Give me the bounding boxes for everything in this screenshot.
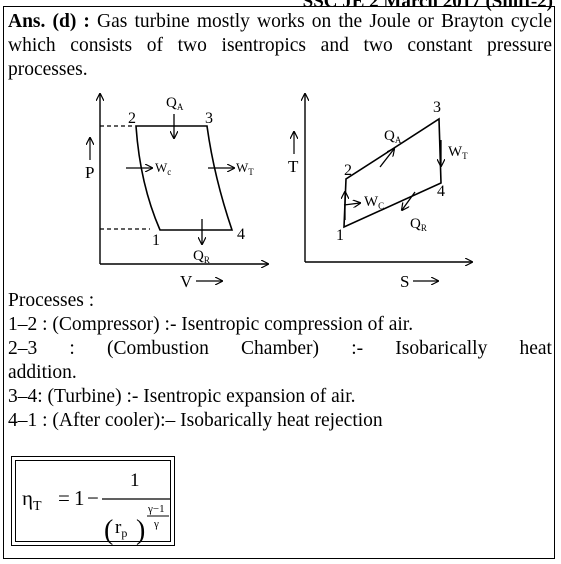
ts-heat-in-label: QA xyxy=(384,128,402,145)
formula-paren-right: ) xyxy=(136,515,145,546)
formula-rp: r xyxy=(115,517,122,538)
formula-rp-sub: p xyxy=(121,526,127,540)
efficiency-formula: ηT = 1 − 1 ( rp ) γ−1 γ xyxy=(22,470,170,546)
formula-paren-left: ( xyxy=(104,515,113,546)
formula-exp-denominator: γ xyxy=(153,518,159,530)
ts-work-t-label: WT xyxy=(448,144,468,161)
answer-text: Gas turbine mostly works on the Joule or… xyxy=(8,11,553,80)
efficiency-formula-box: ηT = 1 − 1 ( rp ) γ−1 γ xyxy=(11,456,175,546)
process-4-1: 4–1 : (After cooler):– Isobarically heat… xyxy=(8,410,383,431)
pv-diagram: P V 2 3 1 4 QA QR Wc WT xyxy=(85,94,268,291)
ts-point-2: 2 xyxy=(344,162,352,179)
pv-y-label: P xyxy=(85,163,94,182)
formula-one: 1 xyxy=(74,486,85,510)
pv-x-label: V xyxy=(180,272,193,291)
answer-label: Ans. (d) : xyxy=(8,11,90,32)
pv-point-1: 1 xyxy=(152,232,160,249)
pv-cycle xyxy=(135,125,234,231)
pv-heat-in-label: QA xyxy=(166,95,184,112)
process-list: Processes : 1–2 : (Compressor) :- Isentr… xyxy=(8,289,552,433)
ts-y-label: T xyxy=(288,157,299,176)
ts-work-c-label: WC xyxy=(364,194,384,211)
process-3-4: 3–4: (Turbine) :- Isentropic expansion o… xyxy=(8,386,356,407)
pv-point-2: 2 xyxy=(128,110,136,127)
process-2-3: 2–3 : (Combustion Chamber) :- Isobarical… xyxy=(8,338,552,359)
process-2-3-continued: addition. xyxy=(8,362,77,383)
cycle-diagrams: P V 2 3 1 4 QA QR Wc WT T S 1 xyxy=(85,92,561,291)
pv-heat-out-label: QR xyxy=(193,248,210,265)
formula-minus: − xyxy=(87,486,99,510)
pv-work-c-label: Wc xyxy=(155,160,171,177)
formula-numerator: 1 xyxy=(130,470,140,491)
formula-exp-numerator: γ−1 xyxy=(147,503,165,515)
ts-point-3: 3 xyxy=(433,99,441,116)
ts-point-4: 4 xyxy=(437,183,445,200)
answer-paragraph: Ans. (d) : Gas turbine mostly works on t… xyxy=(8,10,552,82)
pv-point-4: 4 xyxy=(237,226,245,243)
process-1-2: 1–2 : (Compressor) :- Isentropic compres… xyxy=(8,314,414,335)
ts-diagram: T S 1 2 3 4 QA WT WC QR xyxy=(288,94,472,291)
svg-text:ηT: ηT xyxy=(22,486,42,514)
pv-work-t-label: WT xyxy=(236,160,254,177)
pv-point-3: 3 xyxy=(205,110,213,127)
ts-work-c-flow-arrow xyxy=(343,203,360,205)
formula-eta-sub: T xyxy=(33,499,42,514)
ts-x-label: S xyxy=(400,272,409,291)
efficiency-formula-inner-border xyxy=(15,460,171,542)
ts-heat-out-label: QR xyxy=(410,216,427,233)
ts-point-1: 1 xyxy=(336,227,344,244)
answer-box xyxy=(3,6,555,559)
ts-heat-in-arrow xyxy=(379,149,394,168)
process-heading: Processes : xyxy=(8,290,95,311)
formula-equals: = xyxy=(58,486,70,510)
svg-text:rp: rp xyxy=(115,517,127,540)
ts-heat-out-arrow xyxy=(402,191,416,210)
formula-eta: η xyxy=(22,486,33,510)
